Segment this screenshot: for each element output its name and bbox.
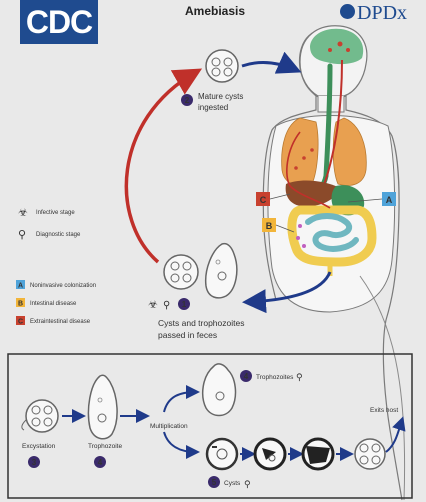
step-3-badge: 3 [28,456,40,468]
lung-lesion [302,156,306,160]
intestine-lesion [296,236,300,240]
legend-b: B Intestinal disease [16,298,77,308]
cysts-label: Cysts [224,480,241,487]
cysts-microscope-icon: ⚲ [244,479,251,489]
cyst-stage-3 [301,437,335,471]
svg-text:A: A [386,195,393,205]
intestine-lesion [302,244,306,248]
intestine-lesion [298,224,302,228]
svg-text:4: 4 [98,458,103,467]
arrow-red-cycle [124,68,203,264]
cyst-stage-1 [205,437,239,471]
marker-b: B [262,218,295,233]
arrow-to-trophozoites [163,385,200,413]
svg-text:1: 1 [182,300,187,309]
svg-text:B: B [18,301,23,308]
legend-diagnostic-label: Diagnostic stage [36,232,81,238]
inset-box [7,353,413,499]
brain-lesion [328,48,332,52]
marker-c: C [256,192,291,206]
legend-infective-label: Infective stage [36,210,75,216]
mature-cyst-top [205,49,239,83]
microscope-icon: ⚲ [163,300,170,311]
step-2-label-line1: Mature cysts [198,92,243,101]
diagram-title: Amebiasis [184,4,246,18]
brain-lesion [337,41,343,47]
red-track [319,59,343,197]
svg-text:Extraintestinal disease: Extraintestinal disease [30,319,91,325]
liver [285,180,340,207]
trophozoite-upper [201,363,237,417]
svg-text:A: A [18,283,23,290]
legend-c: C Extraintestinal disease [16,316,91,326]
step-2-badge: 2 [181,94,193,106]
dpdx-logo-text: DPDx [357,2,408,24]
red-track-intestine [286,131,331,209]
dpdx-logo-mark-icon [340,4,355,19]
step-5-badge: 5 [208,476,220,488]
arrow-to-cysts [163,431,200,459]
svg-text:C: C [260,195,267,205]
biohazard-icon: ☣ [148,299,158,311]
small-intestine [305,213,359,252]
exits-host-label: Exits host [370,407,398,414]
step-1-label-line1: Cysts and trophozoites [158,318,244,328]
trophozoite-label: Trophozoite [88,443,122,450]
legend-diagnostic-icon: ⚲ [18,229,26,241]
cdc-logo: CDC [20,0,98,44]
trophozoites-label: Trophozoites [256,374,294,381]
cyst-step-1 [163,254,199,290]
legend-a: A Noninvasive colonization [16,280,96,290]
step-1-badge: 1 [178,298,190,310]
excystation-label: Excystation [22,443,56,450]
svg-text:C: C [18,319,23,326]
brain [310,28,364,65]
legend-infective-icon: ☣ [18,207,28,219]
multiplication-label: Multiplication [150,423,188,430]
arrow-exits-host [385,416,406,453]
step-4-badge: 4 [94,456,106,468]
cyst-stage-4 [354,438,386,470]
marker-a: A [347,192,396,206]
svg-text:Noninvasive colonization: Noninvasive colonization [30,283,96,289]
arrow-excretion [242,271,332,314]
svg-text:5: 5 [212,478,217,487]
svg-text:4: 4 [244,372,249,381]
lung-lesion [294,166,298,170]
svg-text:2: 2 [185,96,190,105]
svg-text:3: 3 [32,458,37,467]
large-intestine [287,205,377,267]
lung-lesion [310,148,314,152]
step-1-label-line2: passed in feces [158,330,217,340]
trophozoite-inset [87,374,118,440]
cyst-stage-2 [253,437,287,471]
svg-text:Intestinal disease: Intestinal disease [30,301,77,307]
excystation-cyst [21,399,59,433]
dpdx-logo: DPDx [340,2,407,24]
svg-text:B: B [266,221,273,231]
step-2-label-line2: ingested [198,103,228,112]
trophozoite-step-1 [204,242,238,299]
arrow-ingestion [241,51,302,74]
trophozoites-microscope-icon: ⚲ [296,372,303,382]
exit-line [359,275,406,501]
step-4b-badge: 4 [240,370,252,382]
brain-lesion [346,48,350,52]
